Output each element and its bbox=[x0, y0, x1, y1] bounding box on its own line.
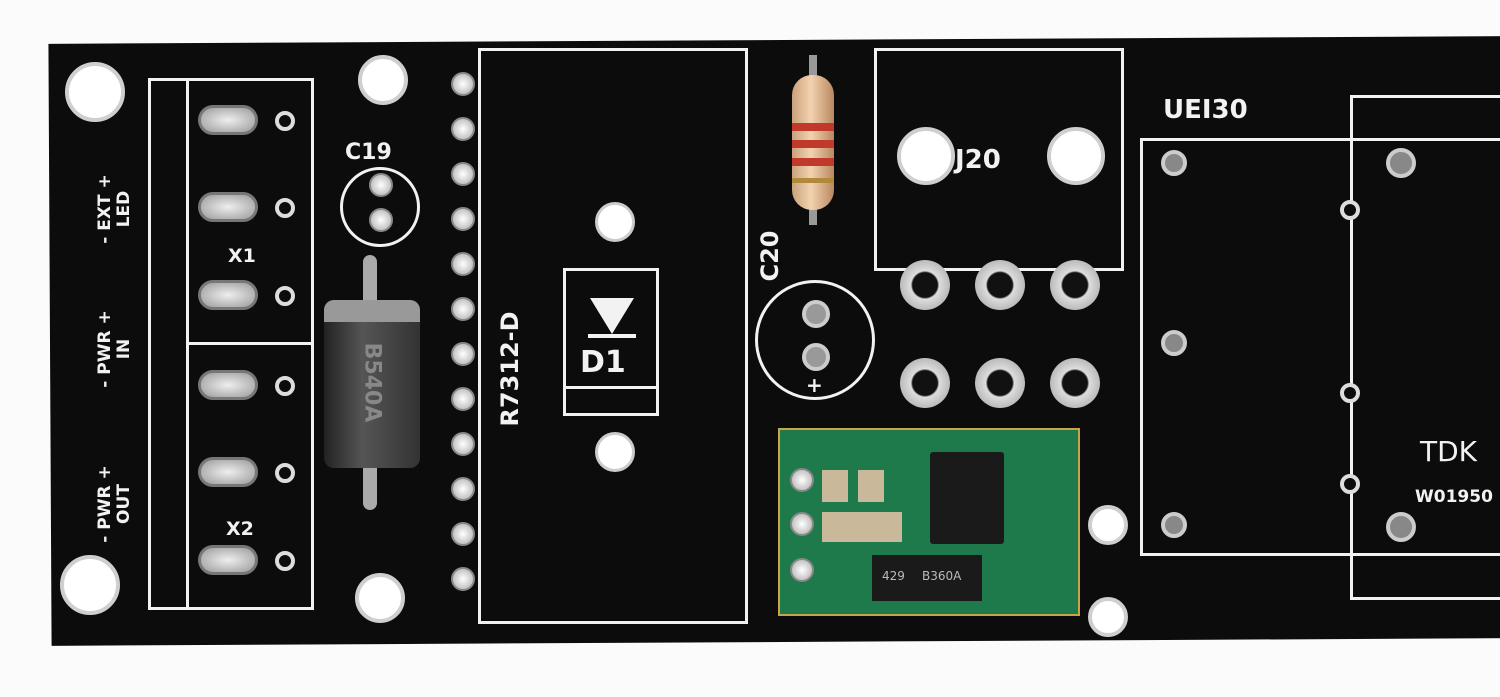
via bbox=[1340, 383, 1360, 403]
header-pin bbox=[451, 297, 475, 321]
via bbox=[1340, 474, 1360, 494]
diode-symbol-icon bbox=[590, 298, 634, 334]
resistor bbox=[792, 75, 834, 210]
via bbox=[275, 286, 295, 306]
label-j20: J20 bbox=[955, 145, 1001, 175]
c19-outline bbox=[340, 167, 420, 247]
uei30-pad bbox=[1161, 330, 1187, 356]
smd-capacitor bbox=[822, 470, 848, 502]
terminal-pad bbox=[198, 457, 258, 487]
header-pin bbox=[451, 162, 475, 186]
header-pin bbox=[451, 432, 475, 456]
c19-pin bbox=[369, 208, 393, 232]
label-pwr-in: - PWR +IN bbox=[95, 310, 134, 388]
module-pin bbox=[790, 558, 814, 582]
j20-pad bbox=[1050, 358, 1100, 408]
r7312-hole bbox=[595, 202, 635, 242]
header-pin bbox=[451, 252, 475, 276]
uei30-pad bbox=[1161, 150, 1187, 176]
via bbox=[275, 198, 295, 218]
module-pin bbox=[790, 512, 814, 536]
mounting-hole bbox=[355, 573, 405, 623]
via bbox=[275, 463, 295, 483]
mounting-hole bbox=[1088, 505, 1128, 545]
header-pin bbox=[451, 387, 475, 411]
r7312-hole bbox=[595, 432, 635, 472]
label-c20-plus: + bbox=[806, 373, 823, 397]
silk-line bbox=[566, 386, 656, 389]
resistor-band bbox=[792, 123, 834, 131]
diode-b540a: B540A bbox=[324, 300, 420, 468]
uei30-pad bbox=[1161, 512, 1187, 538]
header-pin bbox=[451, 342, 475, 366]
resistor-band bbox=[792, 178, 834, 183]
c20-pad bbox=[802, 343, 830, 371]
terminal-pad bbox=[198, 280, 258, 310]
j20-pad bbox=[975, 260, 1025, 310]
j20-pad bbox=[900, 260, 950, 310]
diode-marking: B540A bbox=[359, 342, 385, 423]
uei30-outline bbox=[1140, 138, 1500, 556]
terminal-pad bbox=[198, 105, 258, 135]
tdk-outline bbox=[1350, 95, 1500, 600]
silk-line bbox=[188, 342, 314, 345]
label-x1: X1 bbox=[228, 245, 256, 267]
silk-line bbox=[186, 78, 189, 610]
module-pin bbox=[790, 468, 814, 492]
mounting-hole bbox=[60, 555, 120, 615]
via bbox=[275, 111, 295, 131]
resistor-band bbox=[792, 140, 834, 148]
label-uei30: UEI30 bbox=[1163, 95, 1248, 125]
label-tdk-code: W01950 bbox=[1415, 487, 1493, 507]
c20-pad bbox=[802, 300, 830, 328]
uei30-pad bbox=[1386, 148, 1416, 178]
ic-chip bbox=[930, 452, 1004, 544]
label-pwr-out: - PWR +OUT bbox=[95, 465, 134, 543]
header-pin bbox=[451, 567, 475, 591]
header-pin bbox=[451, 522, 475, 546]
c19-pin bbox=[369, 173, 393, 197]
uei30-pad bbox=[1386, 512, 1416, 542]
diode-band bbox=[324, 300, 420, 322]
header-pin bbox=[451, 477, 475, 501]
label-x2: X2 bbox=[226, 518, 254, 540]
dc-dc-module: 429 B360A bbox=[778, 428, 1080, 616]
r7312-outline bbox=[478, 48, 748, 624]
label-tdk: TDK bbox=[1420, 435, 1478, 468]
label-d1: D1 bbox=[580, 345, 626, 380]
smd-capacitor bbox=[858, 470, 884, 502]
resistor-band bbox=[792, 158, 834, 166]
label-c19: C19 bbox=[345, 140, 392, 165]
label-c20: C20 bbox=[756, 230, 784, 282]
via bbox=[275, 376, 295, 396]
terminal-pad bbox=[198, 192, 258, 222]
mounting-hole bbox=[1088, 597, 1128, 637]
via bbox=[275, 551, 295, 571]
terminal-pad bbox=[198, 370, 258, 400]
diode-symbol-bar bbox=[588, 334, 636, 338]
d1-outline bbox=[563, 268, 659, 416]
header-pin bbox=[451, 72, 475, 96]
label-ext-led: - EXT +LED bbox=[95, 174, 134, 244]
j20-pad bbox=[975, 358, 1025, 408]
j20-hole bbox=[1047, 127, 1105, 185]
via bbox=[1340, 200, 1360, 220]
module-diode-marking: B360A bbox=[922, 569, 962, 583]
module-diode: 429 B360A bbox=[872, 555, 982, 601]
j20-pad bbox=[900, 358, 950, 408]
mounting-hole bbox=[358, 55, 408, 105]
module-code: 429 bbox=[882, 569, 905, 583]
smd-capacitor bbox=[822, 512, 902, 542]
mounting-hole bbox=[65, 62, 125, 122]
c20-outline bbox=[755, 280, 875, 400]
terminal-pad bbox=[198, 545, 258, 575]
j20-hole bbox=[897, 127, 955, 185]
header-pin bbox=[451, 117, 475, 141]
j20-pad bbox=[1050, 260, 1100, 310]
label-r7312: R7312-D bbox=[496, 311, 524, 427]
header-pin bbox=[451, 207, 475, 231]
